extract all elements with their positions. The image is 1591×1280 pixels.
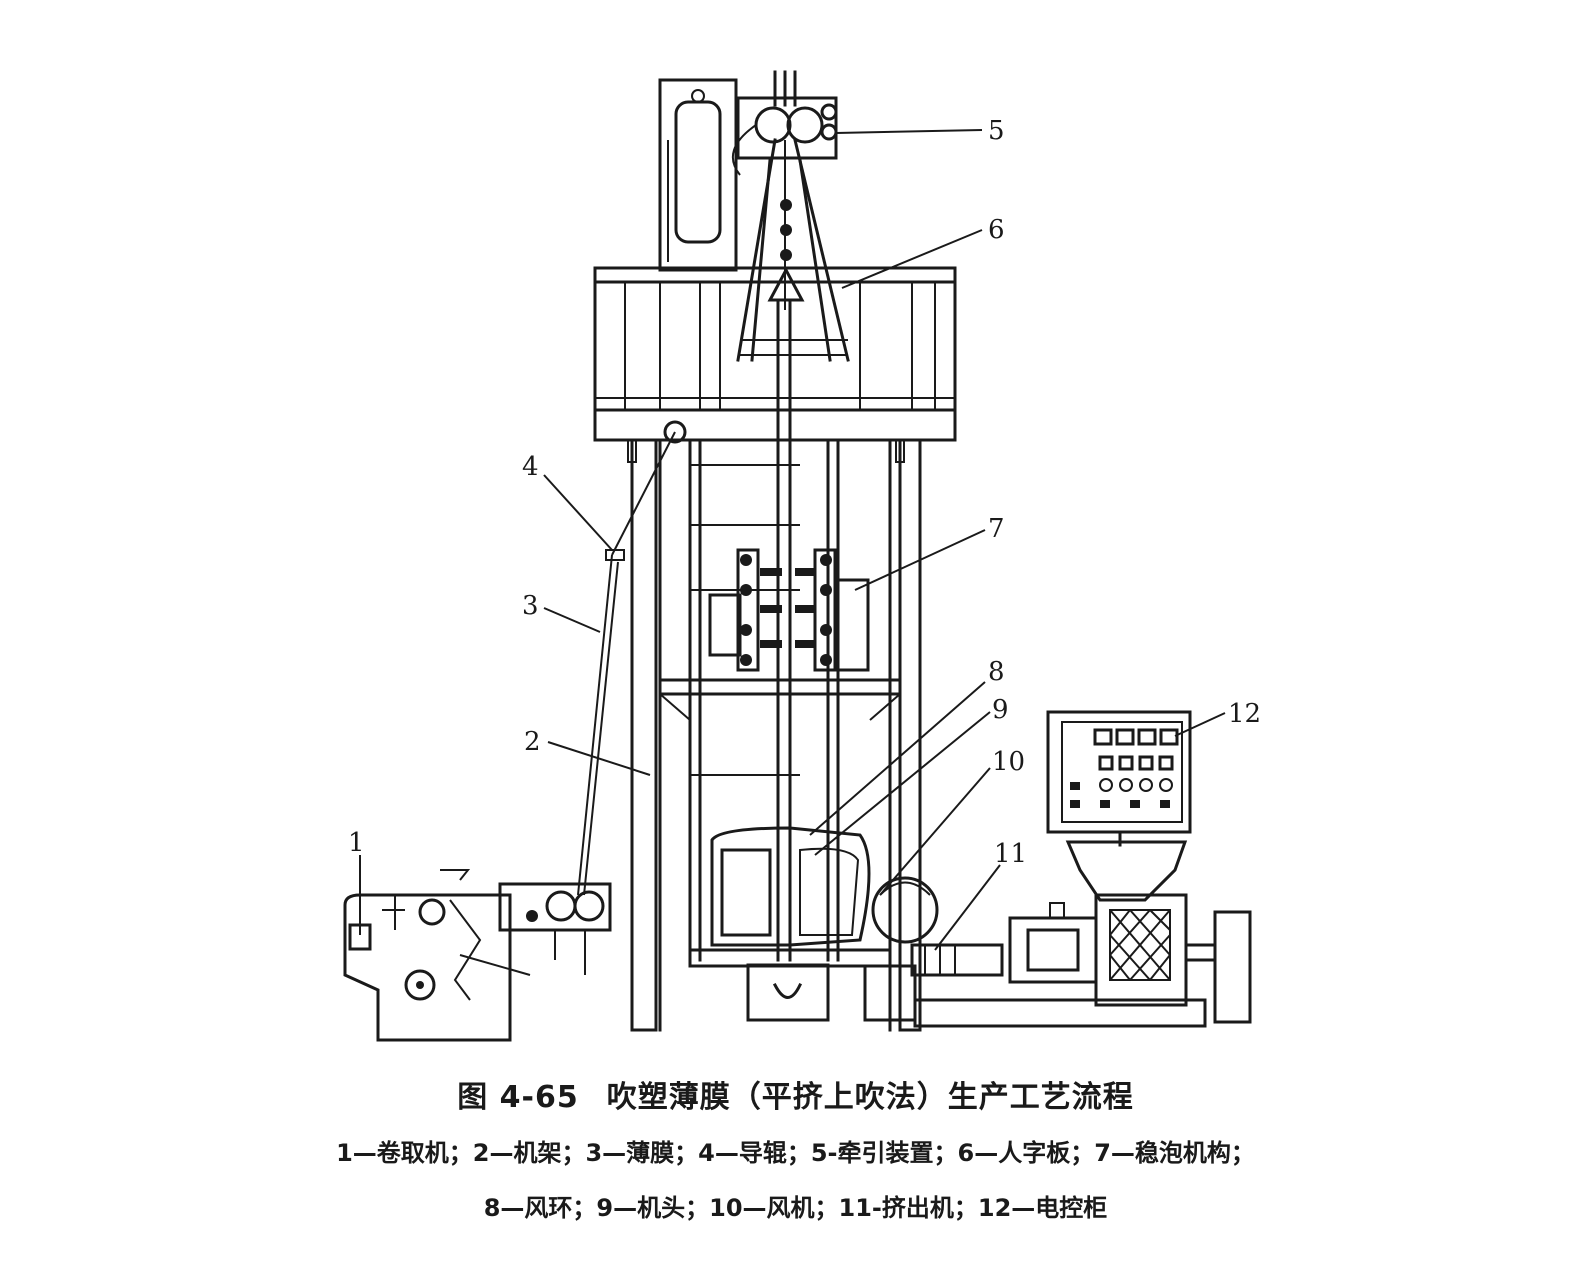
air-ring-and-die [710, 826, 871, 1022]
callout-numbers: 1 2 3 4 5 6 7 8 9 10 11 12 [348, 116, 1261, 869]
legend-line-2: 8—风环；9—机头；10—风机；11-挤出机；12—电控柜 [483, 1194, 1108, 1222]
control-cabinet [1046, 710, 1192, 847]
callout-11: 11 [994, 839, 1027, 869]
upper-platform [593, 266, 957, 442]
bubble-stabilizer [708, 548, 870, 672]
film-winder [343, 869, 612, 1042]
legend-line-1: 1—卷取机；2—机架；3—薄膜；4—导辊；5-牵引装置；6—人字板；7—稳泡机构… [336, 1139, 1255, 1167]
callout-6: 6 [988, 215, 1005, 245]
callout-5: 5 [988, 116, 1005, 146]
figure-caption: 图 4-65 吹塑薄膜（平挤上吹法）生产工艺流程 [0, 1072, 1591, 1116]
machine-frame [627, 298, 922, 1032]
top-tower [658, 70, 797, 272]
callout-1: 1 [348, 828, 365, 858]
callout-8: 8 [988, 657, 1005, 687]
collapsing-board [736, 138, 850, 362]
callout-10: 10 [992, 747, 1025, 777]
figure-title: 吹塑薄膜（平挤上吹法）生产工艺流程 [606, 1080, 1134, 1115]
leader-lines [359, 129, 1226, 951]
callout-2: 2 [524, 727, 541, 757]
callout-3: 3 [522, 591, 539, 621]
figure-number: 图 4-65 [457, 1080, 579, 1115]
film-path [577, 420, 687, 896]
callout-12: 12 [1228, 699, 1261, 729]
extruder [910, 840, 1252, 1028]
callout-4: 4 [522, 452, 539, 482]
callout-9: 9 [992, 695, 1009, 725]
blown-film-machine-diagram: 1 2 3 4 5 6 7 8 9 10 11 12 [343, 70, 1261, 1042]
callout-7: 7 [988, 514, 1005, 544]
